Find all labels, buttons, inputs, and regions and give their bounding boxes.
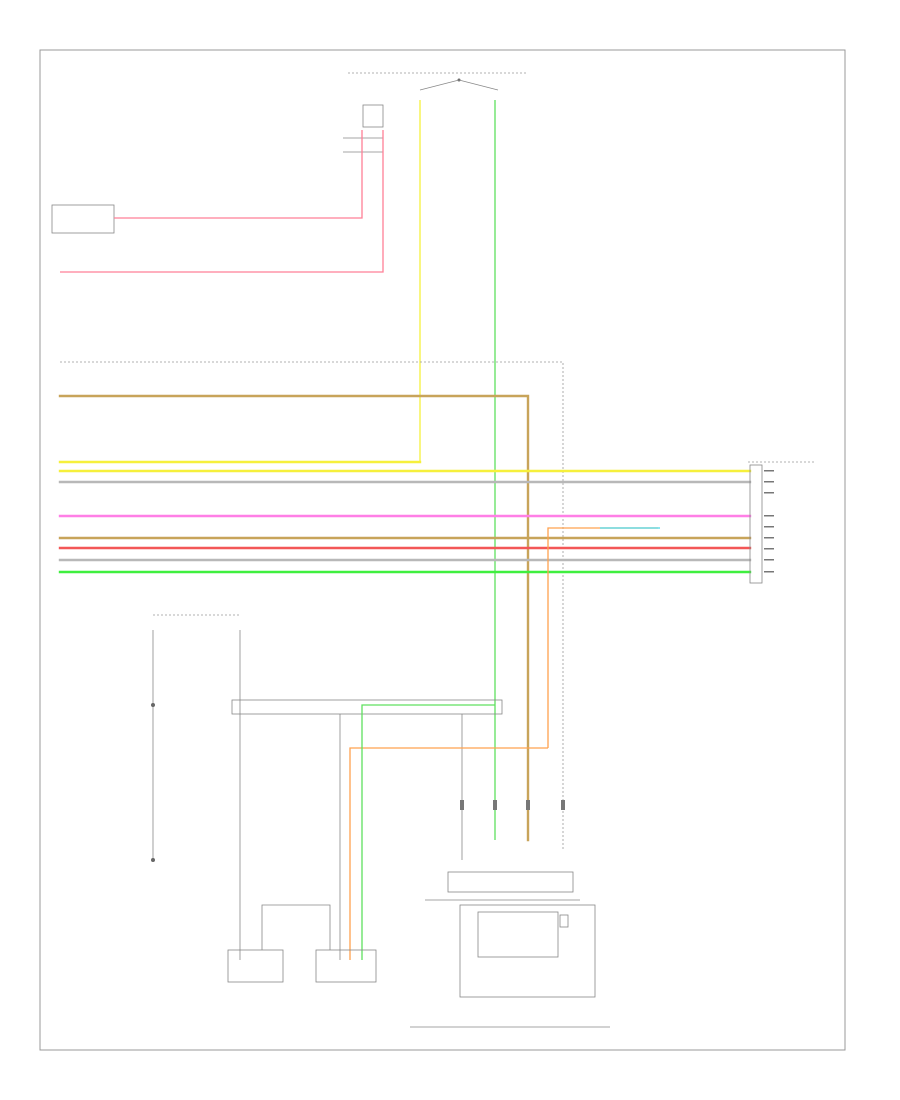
hvac-left-frame [60,361,564,850]
connector-pins [460,800,565,810]
seat-switch-right [315,949,377,983]
seat-switch-left [227,904,331,983]
wire-orange-lower [349,747,548,960]
diagram-border [39,49,846,1051]
wire-pink-upper [114,130,363,219]
tilt-switch-left [151,614,240,862]
wire-tan-upper [58,394,530,842]
body-module [748,461,815,584]
connector-c1 [343,104,384,153]
fuse-block [348,72,528,91]
left-module [51,204,115,234]
wire-pink-lower [60,130,384,273]
seat-control [410,871,610,1028]
wire-green-lower [361,704,495,960]
tilt-connector-center [231,630,503,960]
